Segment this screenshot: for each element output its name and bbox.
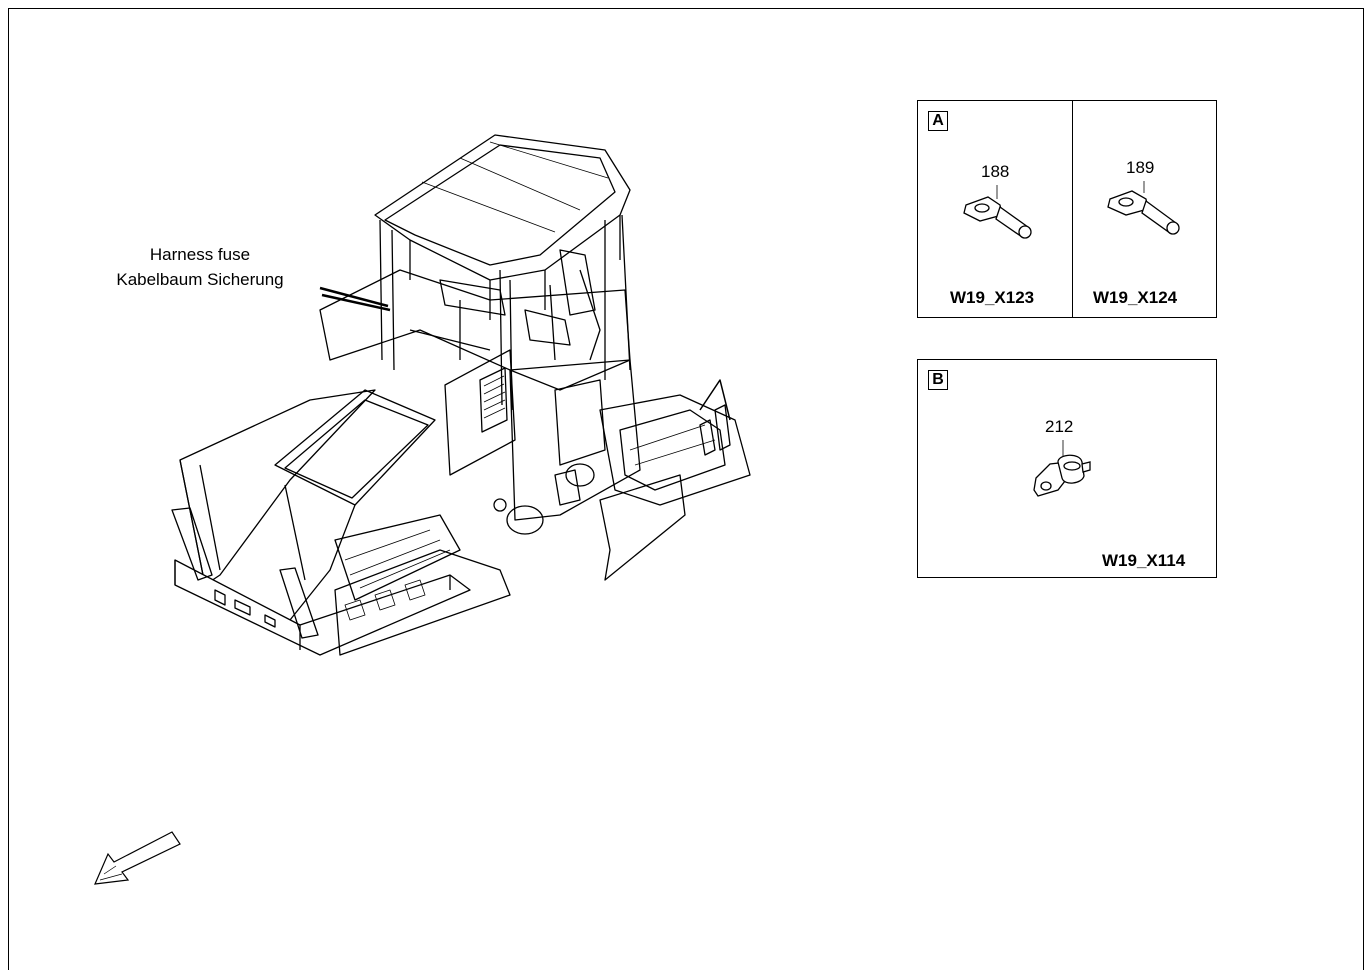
connector-code-w19-x124: W19_X124 bbox=[1093, 288, 1178, 307]
part-number-189: 189 bbox=[1126, 158, 1155, 177]
harness-fuse-callout: Harness fuse Kabelbaum Sicherung bbox=[95, 242, 305, 292]
connector-panel-a: A 188 W19_X123 189 W19_X124 bbox=[917, 100, 1217, 318]
panel-a-label: A bbox=[928, 111, 948, 131]
callout-line-en: Harness fuse bbox=[149, 245, 251, 264]
part-number-188: 188 bbox=[981, 162, 1010, 181]
drawing-frame bbox=[8, 8, 1364, 970]
connector-code-w19-x114: W19_X114 bbox=[1102, 551, 1186, 570]
ring-terminal-icon bbox=[963, 185, 1032, 239]
asphalt-paver-illustration-icon bbox=[171, 134, 751, 656]
panel-a-divider bbox=[1072, 101, 1073, 317]
panel-b-label: B bbox=[928, 370, 948, 390]
ring-terminal-icon bbox=[1107, 181, 1180, 235]
part-number-212: 212 bbox=[1045, 417, 1074, 436]
connector-panel-b: B 212 W19_X114 bbox=[917, 359, 1217, 578]
connector-code-w19-x123: W19_X123 bbox=[950, 288, 1035, 307]
direction-arrow-icon bbox=[94, 831, 181, 885]
cable-clamp-icon bbox=[1033, 440, 1091, 497]
callout-line-de: Kabelbaum Sicherung bbox=[116, 270, 284, 289]
